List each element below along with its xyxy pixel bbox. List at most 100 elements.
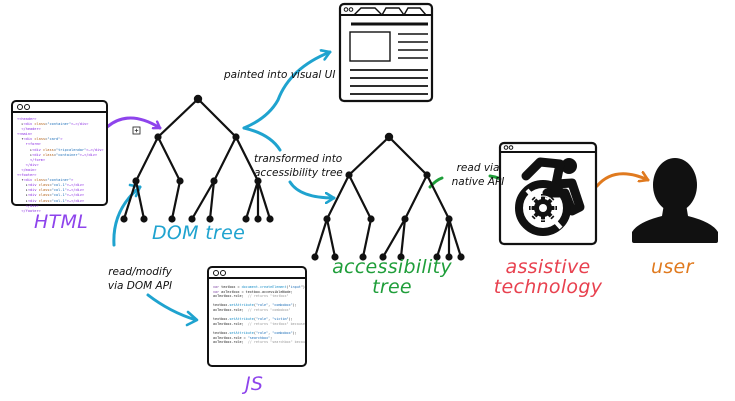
tree-edge bbox=[399, 218, 407, 258]
code-line: ▾<div class="container"> bbox=[17, 178, 74, 183]
user-icon bbox=[632, 158, 718, 243]
tree-edge bbox=[235, 136, 259, 182]
arrow-dom-api bbox=[112, 185, 198, 322]
code-line: ▸<div class="col-1">…</div> bbox=[17, 193, 85, 198]
tree-edge bbox=[382, 218, 406, 258]
tree-edge bbox=[244, 180, 260, 220]
code-line: axTextbox.role; // returns "searchbox" b… bbox=[213, 340, 305, 345]
tree-node bbox=[266, 215, 274, 223]
tree-edge bbox=[197, 98, 237, 138]
tree-edge bbox=[426, 174, 450, 220]
tree-node bbox=[433, 253, 441, 261]
code-line: ▸<div class="col-1">…</div> bbox=[17, 188, 85, 193]
js-code-listing: var textbox = document.createElement("in… bbox=[209, 279, 305, 349]
code-line: </div> bbox=[17, 203, 39, 208]
tree-edge bbox=[122, 180, 138, 220]
tree-node bbox=[345, 171, 353, 179]
tree-edge bbox=[348, 174, 372, 220]
tree-node bbox=[120, 215, 128, 223]
gear-icon bbox=[529, 194, 557, 222]
label-assistive-technology: assistive technology bbox=[492, 256, 604, 298]
tree-node bbox=[254, 177, 262, 185]
js-source-window: var textbox = document.createElement("in… bbox=[207, 266, 307, 367]
tree-edge bbox=[348, 136, 390, 176]
expand-icon bbox=[132, 126, 141, 135]
edge-label-transformed-line2: accessibility tree bbox=[254, 167, 343, 180]
dom-tree-graphic bbox=[120, 94, 274, 223]
label-user: user bbox=[651, 256, 694, 278]
edge-label-read-native-line1: read via bbox=[456, 162, 500, 174]
tree-node bbox=[206, 215, 214, 223]
code-line: var textbox = document.createElement("in… bbox=[213, 285, 305, 289]
assistive-technology-window bbox=[498, 141, 598, 246]
code-line: ▾<form> bbox=[17, 142, 41, 147]
accessibility-tree-graphic bbox=[311, 132, 465, 261]
tree-node bbox=[176, 177, 184, 185]
code-line: ▾<div class="card"> bbox=[17, 137, 63, 142]
tree-node bbox=[132, 177, 140, 185]
tree-edge bbox=[170, 180, 182, 220]
tree-edge bbox=[208, 180, 216, 220]
tree-edge bbox=[447, 218, 463, 258]
tree-edge bbox=[256, 180, 272, 220]
edge-label-painted: painted into visual UI bbox=[224, 69, 336, 81]
edge-label-read-native: read via native API bbox=[448, 161, 508, 189]
tree-node bbox=[367, 215, 375, 223]
tree-edge bbox=[313, 218, 329, 258]
window-titlebar bbox=[13, 102, 106, 113]
code-line: ▾<header> bbox=[17, 117, 37, 121]
tree-node bbox=[401, 215, 409, 223]
tree-node bbox=[210, 177, 218, 185]
tree-node bbox=[254, 215, 262, 223]
tree-node bbox=[397, 253, 405, 261]
visual-ui-window bbox=[338, 2, 434, 103]
edge-label-read-modify: read/modify via DOM API bbox=[104, 265, 176, 293]
tree-edge bbox=[135, 136, 159, 182]
code-line: axTextbox.role; // returns "textbox" bbox=[213, 294, 289, 299]
tree-edge bbox=[326, 174, 350, 220]
label-accessibility-tree: accessibility tree bbox=[332, 256, 452, 298]
code-line: ▸<div class="container">…</div> bbox=[17, 152, 98, 157]
window-dot-icon bbox=[213, 269, 219, 276]
tree-node bbox=[445, 253, 453, 261]
code-line: textbox.setAttribute("role", "combobox")… bbox=[213, 303, 297, 308]
browser-tabs bbox=[353, 7, 427, 16]
tree-node bbox=[311, 253, 319, 261]
code-line: </form> bbox=[17, 157, 46, 162]
arrow-html-to-dom bbox=[104, 116, 162, 130]
code-line: textbox.setAttribute("role", "victim"); bbox=[213, 317, 293, 322]
tree-node bbox=[154, 133, 162, 141]
tree-node bbox=[457, 253, 465, 261]
html-code-listing: ▾<header> ▸<div class="container">…</div… bbox=[13, 113, 106, 218]
arrowhead-dom-api-bottom bbox=[185, 310, 199, 327]
edge-label-read-modify-line2: via DOM API bbox=[107, 280, 173, 293]
wheelchair-icon bbox=[515, 157, 585, 236]
tree-edge bbox=[435, 218, 451, 258]
label-js: JS bbox=[245, 373, 264, 395]
code-line: textbox.setAttribute("role", "combobox")… bbox=[213, 330, 297, 335]
tree-node bbox=[140, 215, 148, 223]
tree-edge bbox=[157, 136, 181, 182]
code-line: ▸<div class="col-1">…</div> bbox=[17, 183, 85, 188]
label-dom-tree: DOM tree bbox=[152, 222, 246, 244]
html-source-window: ▾<header> ▸<div class="container">…</div… bbox=[11, 100, 108, 213]
tree-edge bbox=[213, 136, 237, 182]
label-accessibility-tree-line1: accessibility bbox=[332, 256, 452, 278]
code-line: </div> bbox=[17, 162, 39, 167]
tree-edge bbox=[157, 98, 199, 138]
label-assistive-technology-line2: technology bbox=[493, 275, 603, 298]
tree-node bbox=[193, 94, 203, 104]
arrowhead-dom-api-top bbox=[128, 183, 142, 198]
label-assistive-technology-line1: assistive bbox=[505, 256, 591, 278]
tree-edge bbox=[325, 218, 337, 258]
tree-node bbox=[168, 215, 176, 223]
edge-label-transformed: transformed into accessibility tree bbox=[254, 152, 343, 180]
code-line: axTextbox.role = "searchbox"; bbox=[213, 335, 273, 340]
tree-edge bbox=[361, 218, 373, 258]
arrow-dom-to-visual-ui bbox=[242, 52, 332, 130]
code-line: </main> bbox=[17, 167, 37, 172]
arrow-dom-to-accessibility bbox=[242, 126, 334, 198]
edge-label-read-modify-line1: read/modify bbox=[108, 266, 172, 278]
edge-label-transformed-line1: transformed into bbox=[254, 153, 343, 165]
